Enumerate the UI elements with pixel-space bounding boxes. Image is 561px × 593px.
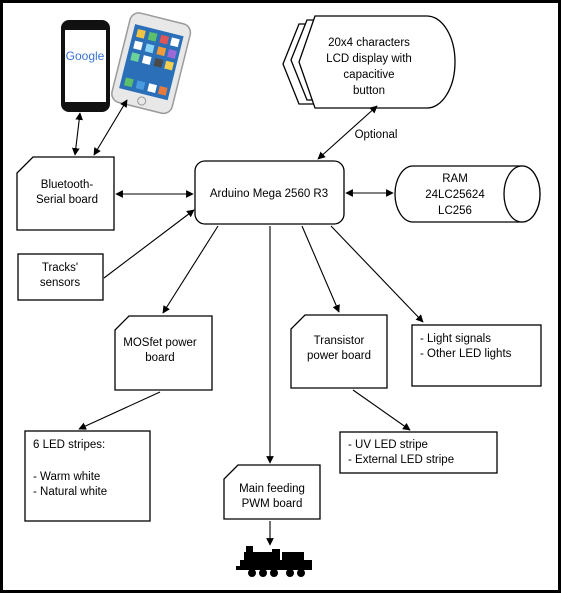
- led6-label-line-1: 6 LED stripes:: [33, 439, 105, 451]
- lcd-display: 20x4 characters LCD display with capacit…: [282, 15, 456, 109]
- bluetooth-label-line-1: Bluetooth-: [41, 179, 94, 191]
- led6-label-line-4: - Natural white: [33, 486, 107, 498]
- led-stripes-node: 6 LED stripes: - Warm white - Natural wh…: [24, 430, 151, 522]
- pwm-label-line-2: PWM board: [242, 498, 303, 510]
- mosfet-label-line-1: MOSfet power: [123, 337, 197, 349]
- bluetooth-label-line-2: Serial board: [36, 194, 98, 206]
- lights-node: - Light signals - Other LED lights: [411, 324, 542, 387]
- arduino-lights-link: [330, 225, 424, 323]
- arduino-mosfet-link: [162, 225, 219, 314]
- locomotive-icon: [236, 546, 312, 577]
- arduino-transistor-link: [301, 225, 340, 313]
- lcd-arduino-link: [317, 105, 378, 160]
- transistor-label-line-2: power board: [307, 350, 371, 362]
- iphone-bluetooth-link: [93, 99, 128, 156]
- lcd-label-line-3: capacitive: [343, 69, 394, 81]
- uv-label-line-2: - External LED stripe: [348, 454, 454, 466]
- android-phone-icon: Google: [61, 20, 110, 112]
- transistor-uv-link: [352, 389, 411, 431]
- tracks-label-line-2: sensors: [40, 277, 81, 289]
- ram-node: RAM 24LC25624 LC256: [394, 165, 541, 223]
- ram-label-line-2: 24LC25624: [425, 189, 485, 201]
- mosfet-node: MOSfet power board: [114, 315, 213, 391]
- lcd-label-line-2: LCD display with: [326, 53, 412, 65]
- pwm-label-line-1: Main feeding: [239, 483, 305, 495]
- lights-label-line-1: - Light signals: [420, 333, 491, 345]
- ram-label-line-1: RAM: [442, 173, 468, 185]
- uv-label-line-1: - UV LED stripe: [348, 439, 428, 451]
- pwm-node: Main feeding PWM board: [223, 464, 321, 520]
- mosfet-led-link: [78, 391, 161, 430]
- tracks-sensors-node: Tracks' sensors: [17, 253, 104, 301]
- bluetooth-node: Bluetooth- Serial board: [16, 156, 115, 231]
- tracks-label-line-1: Tracks': [42, 262, 78, 274]
- optional-label: Optional: [355, 129, 398, 141]
- uv-led-node: - UV LED stripe - External LED stripe: [339, 431, 498, 474]
- lcd-label-line-4: button: [353, 85, 385, 97]
- tracks-arduino-link: [103, 209, 195, 279]
- lights-label-line-2: - Other LED lights: [420, 348, 512, 360]
- iphone-icon: [111, 12, 192, 115]
- mosfet-label-line-2: board: [145, 352, 174, 364]
- google-logo: Google: [66, 49, 105, 63]
- arduino-label: Arduino Mega 2560 R3: [210, 188, 328, 200]
- android-bluetooth-link: [71, 112, 84, 156]
- transistor-label-line-1: Transistor: [314, 335, 365, 347]
- led6-label-line-3: - Warm white: [33, 471, 100, 483]
- connections: [71, 99, 424, 546]
- arduino-node: Arduino Mega 2560 R3: [194, 160, 345, 225]
- lcd-label-line-1: 20x4 characters: [328, 37, 410, 49]
- transistor-node: Transistor power board: [290, 314, 388, 389]
- ram-label-line-3: LC256: [438, 205, 472, 217]
